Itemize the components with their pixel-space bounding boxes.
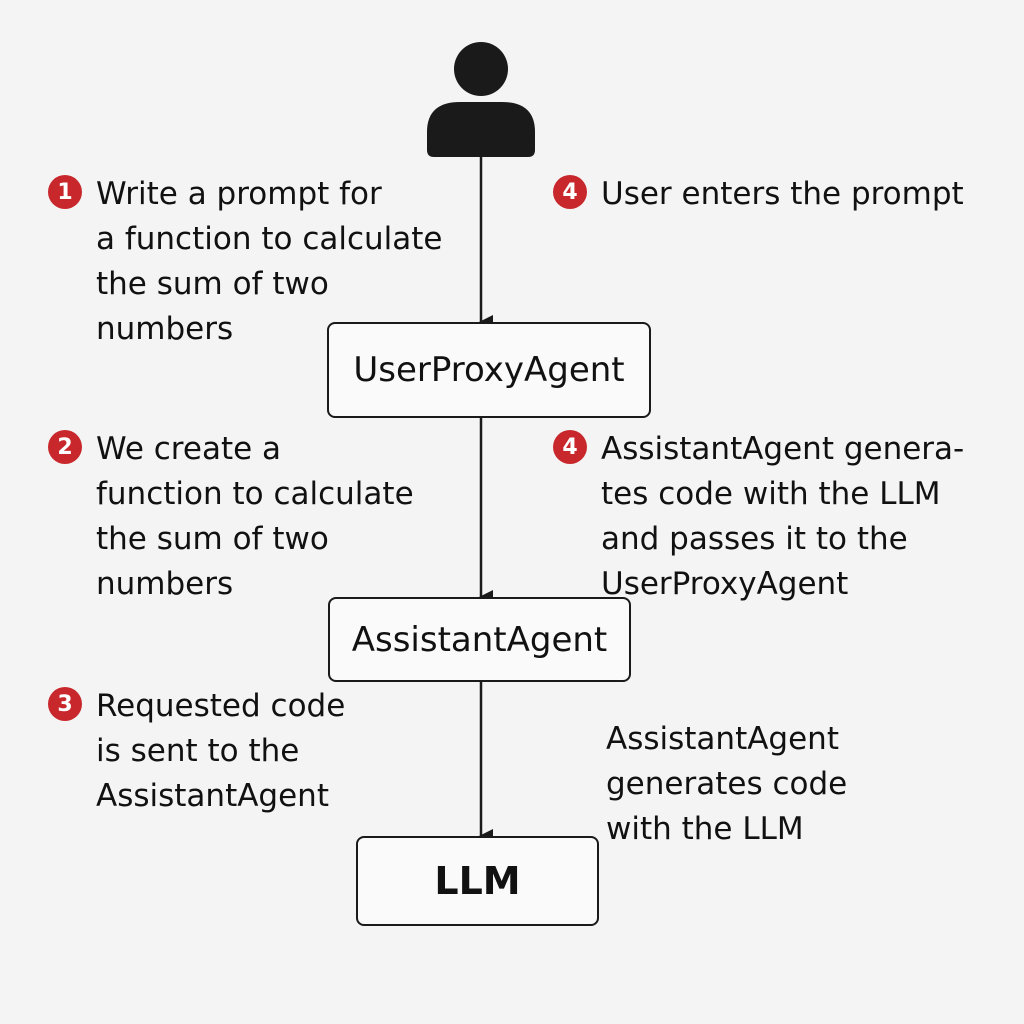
- note-step-2: 2 We create a function to calculate the …: [48, 427, 414, 607]
- user-icon: [427, 42, 535, 157]
- step-badge: 4: [553, 430, 587, 464]
- userproxyagent-label: UserProxyAgent: [353, 350, 625, 390]
- note-step-4-top: 4 User enters the prompt: [553, 172, 964, 217]
- llm-box: LLM: [356, 836, 599, 926]
- note-text: We create a function to calculate the su…: [96, 431, 414, 602]
- note-text: AssistantAgent generates code with the L…: [606, 721, 848, 847]
- note-text: User enters the prompt: [601, 176, 964, 212]
- step-badge: 3: [48, 687, 82, 721]
- note-step-3: 3 Requested code is sent to the Assistan…: [48, 684, 345, 819]
- note-text: AssistantAgent genera- tes code with the…: [601, 431, 965, 602]
- assistantagent-label: AssistantAgent: [351, 619, 608, 660]
- note-text: Requested code is sent to the AssistantA…: [96, 688, 346, 814]
- step-badge: 2: [48, 430, 82, 464]
- note-text: Write a prompt for a function to calcula…: [96, 176, 443, 347]
- note-step-1: 1 Write a prompt for a function to calcu…: [48, 172, 443, 352]
- step-badge: 4: [553, 175, 587, 209]
- step-badge: 1: [48, 175, 82, 209]
- note-llm-generation: AssistantAgent generates code with the L…: [606, 717, 847, 852]
- userproxyagent-box: UserProxyAgent: [327, 322, 651, 418]
- note-step-4-middle: 4 AssistantAgent genera- tes code with t…: [553, 427, 964, 607]
- assistantagent-box: AssistantAgent: [328, 597, 631, 682]
- llm-label: LLM: [434, 859, 521, 903]
